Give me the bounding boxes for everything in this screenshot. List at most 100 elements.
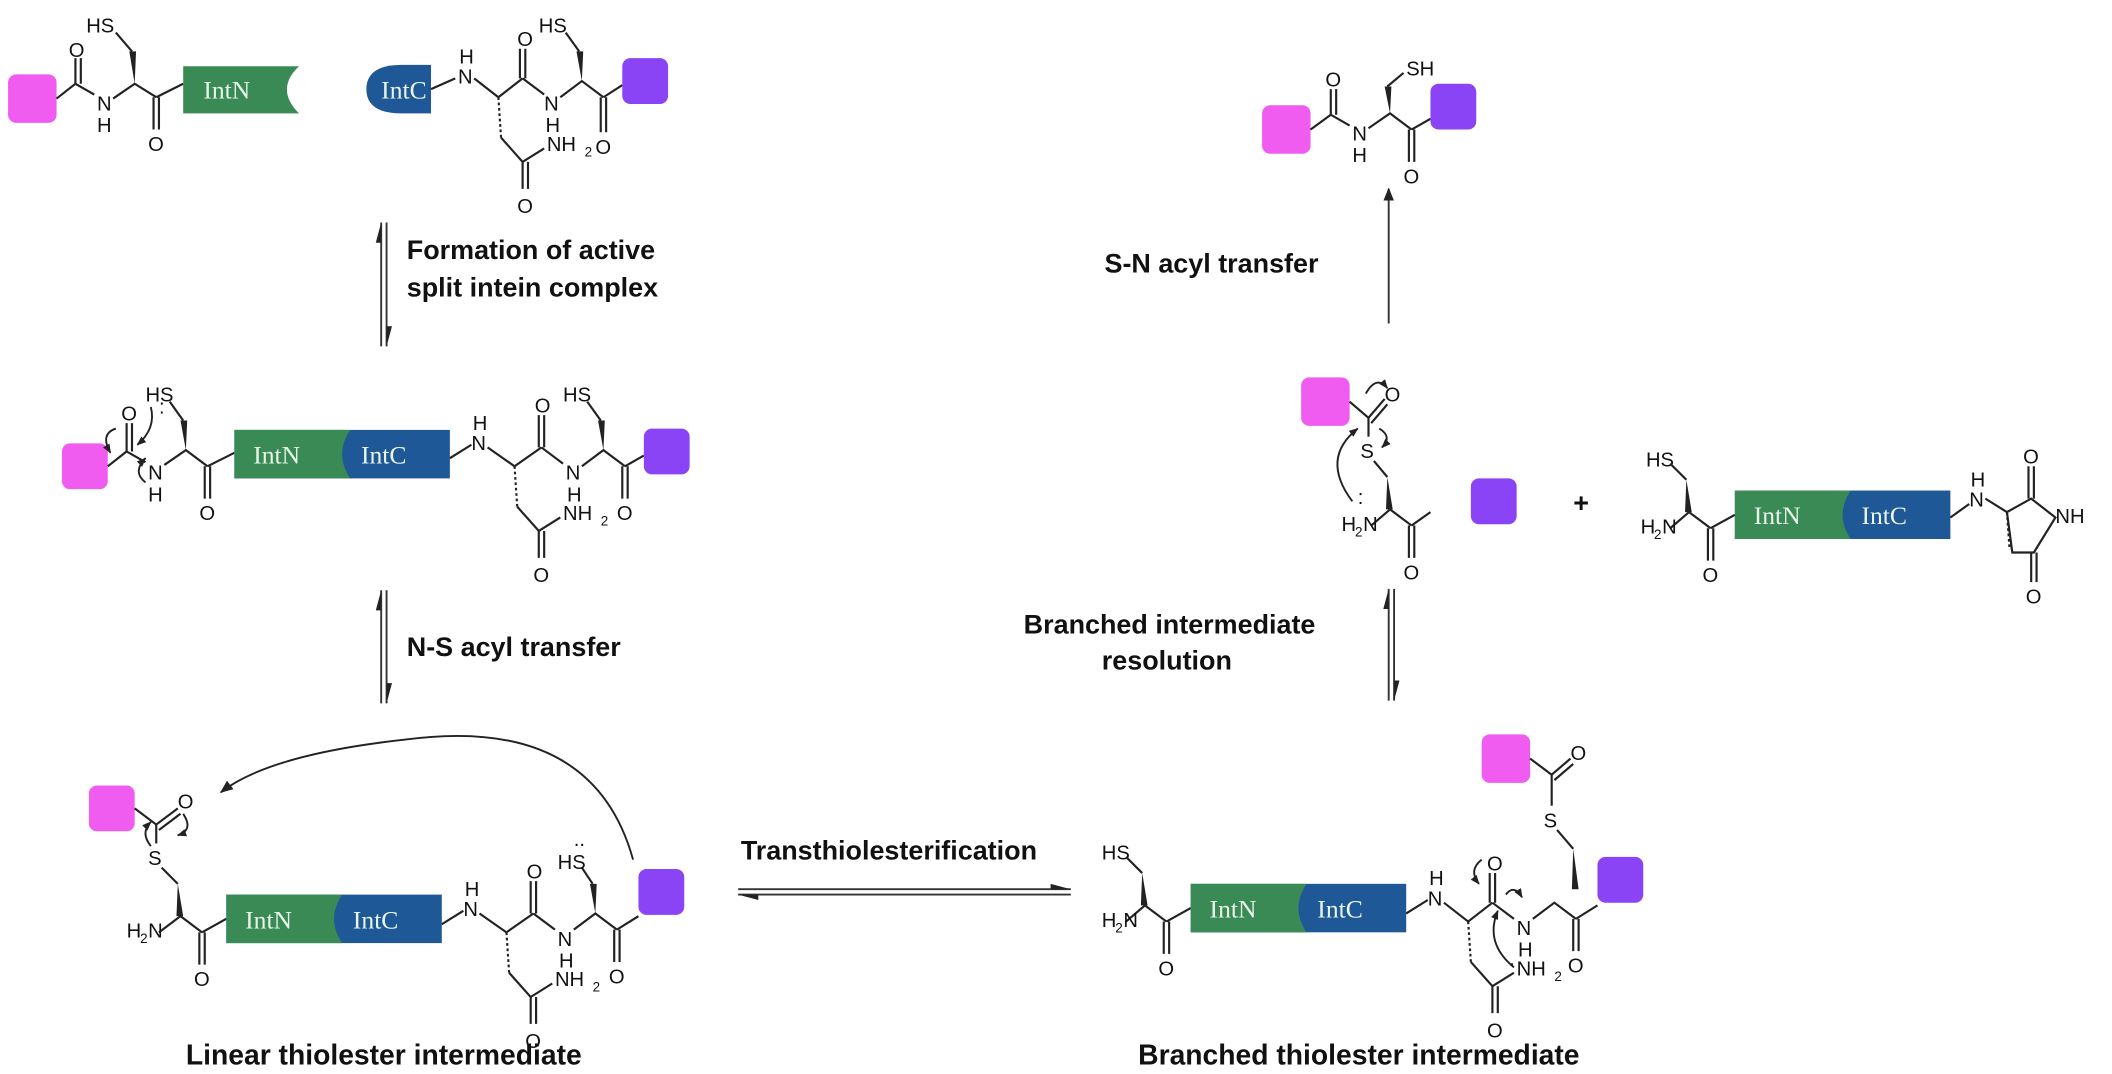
linear-thiolester-intermediate: O S H 2 N O IntN IntC N H O NH 2 O N: [88, 734, 685, 1053]
atom-o: O: [1404, 562, 1420, 584]
atom-s: S: [1360, 441, 1373, 463]
atom-o: O: [1568, 956, 1584, 978]
atom-h: H: [546, 115, 561, 137]
atom-nh2: NH: [563, 503, 592, 525]
atom-o: O: [1487, 853, 1503, 875]
intn-intc-complex: IntN IntC: [226, 894, 442, 944]
atom-hs: HS: [539, 16, 567, 38]
atom-o: O: [1385, 385, 1401, 407]
atom-h: H: [459, 47, 474, 69]
atom-o: O: [2023, 447, 2039, 469]
atom-o: O: [535, 395, 551, 417]
atom-o: O: [1325, 69, 1341, 91]
atom-n: N: [148, 921, 163, 943]
atom-n: N: [463, 899, 478, 921]
step-label-branched-resolution-1: Branched intermediate: [1024, 609, 1316, 639]
c-extein-block: [1430, 83, 1477, 130]
thioester-product: O S : H 2 N O: [1301, 377, 1517, 584]
svg-text:IntC: IntC: [353, 905, 398, 934]
atom-n: N: [558, 929, 573, 951]
atom-n: N: [1123, 910, 1138, 932]
c-extein-block: [622, 58, 669, 104]
c-extein-block: [638, 869, 685, 915]
atom-sub2: 2: [140, 931, 147, 946]
svg-text:IntC: IntC: [381, 76, 426, 105]
atom-n: N: [97, 94, 112, 116]
atom-h: H: [97, 115, 112, 137]
svg-text:IntC: IntC: [1317, 895, 1362, 924]
atom-nh2: NH: [555, 969, 584, 991]
intc-domain: IntC: [366, 64, 432, 114]
atom-hs: HS: [558, 852, 586, 874]
atom-o: O: [1571, 743, 1587, 765]
atom-h: H: [567, 484, 582, 506]
atom-o: O: [525, 1031, 541, 1053]
atom-o: O: [148, 134, 164, 156]
n-extein-block: [88, 785, 135, 832]
equilibrium-arrow-branched-resolution: [1383, 588, 1400, 701]
active-split-intein-complex: O N H HS : O IntN IntC N H O NH 2 O N: [61, 385, 690, 587]
atom-n: N: [471, 433, 486, 455]
step-label-transthio: Transthiolesterification: [741, 836, 1037, 866]
lone-pair: :: [1358, 487, 1364, 509]
atom-h: H: [559, 950, 574, 972]
atom-sub2: 2: [1115, 920, 1122, 935]
atom-n: N: [458, 67, 473, 89]
precursor-n-half: O N H HS O IntN: [8, 16, 300, 156]
n-extein-block: [1262, 105, 1311, 154]
atom-h: H: [465, 879, 480, 901]
svg-text:IntN: IntN: [245, 905, 292, 934]
svg-text:IntC: IntC: [361, 441, 406, 470]
atom-o: O: [517, 29, 533, 51]
lone-pair: ·: [1509, 953, 1516, 975]
intn-intc-complex: IntN IntC: [1190, 883, 1407, 933]
intn-domain: IntN: [183, 66, 300, 114]
step-label-sn-acyl: S-N acyl transfer: [1104, 248, 1318, 278]
atom-sub2: 2: [585, 144, 592, 159]
n-extein-block: [1481, 734, 1531, 783]
svg-text:IntC: IntC: [1861, 501, 1906, 530]
lone-pair: ..: [574, 829, 585, 851]
atom-o: O: [1158, 958, 1174, 980]
step-label-formation-1: Formation of active: [407, 235, 655, 265]
atom-h2n: H: [1342, 514, 1357, 536]
plus-sign: +: [1573, 488, 1589, 518]
branched-thiolester-intermediate: O S HS H 2 N O IntN IntC N H O ·: [1102, 734, 1644, 1042]
caption-branched-thiolester: Branched thiolester intermediate: [1138, 1038, 1579, 1070]
atom-hs: HS: [1646, 449, 1674, 471]
c-extein-block: [1470, 478, 1517, 525]
atom-o: O: [2026, 587, 2042, 609]
atom-o: O: [609, 967, 625, 989]
atom-s: S: [1544, 810, 1557, 832]
atom-n: N: [1363, 514, 1378, 536]
atom-h2n: H: [1641, 517, 1656, 539]
atom-hs: HS: [86, 16, 114, 38]
n-extein-block: [61, 443, 108, 490]
atom-n: N: [148, 463, 163, 485]
atom-o: O: [617, 503, 633, 525]
atom-o: O: [121, 403, 137, 425]
excised-intein-product: HS H 2 N O IntN IntC N H O NH O: [1641, 447, 2085, 609]
atom-n: N: [1352, 123, 1367, 145]
atom-sub2: 2: [1355, 524, 1362, 539]
n-extein-block: [8, 74, 57, 123]
atom-nh2: NH: [547, 134, 576, 156]
atom-o: O: [517, 196, 533, 218]
atom-o: O: [1703, 565, 1719, 587]
svg-text:IntN: IntN: [253, 441, 300, 470]
atom-n: N: [566, 463, 581, 485]
atom-o: O: [194, 969, 210, 991]
ligated-product: O N H SH O: [1262, 59, 1477, 188]
atom-h: H: [1971, 469, 1986, 491]
intn-intc-complex: IntN IntC: [1734, 490, 1951, 540]
atom-o: O: [595, 137, 611, 159]
atom-hs: HS: [145, 385, 173, 407]
atom-n: N: [1517, 918, 1532, 940]
atom-h: H: [473, 413, 488, 435]
atom-sub2: 2: [1654, 527, 1661, 542]
atom-hs: HS: [1102, 843, 1130, 865]
equilibrium-arrow-transthio: [738, 883, 1071, 900]
step-label-branched-resolution-2: resolution: [1102, 646, 1232, 676]
atom-sub2: 2: [601, 514, 608, 529]
